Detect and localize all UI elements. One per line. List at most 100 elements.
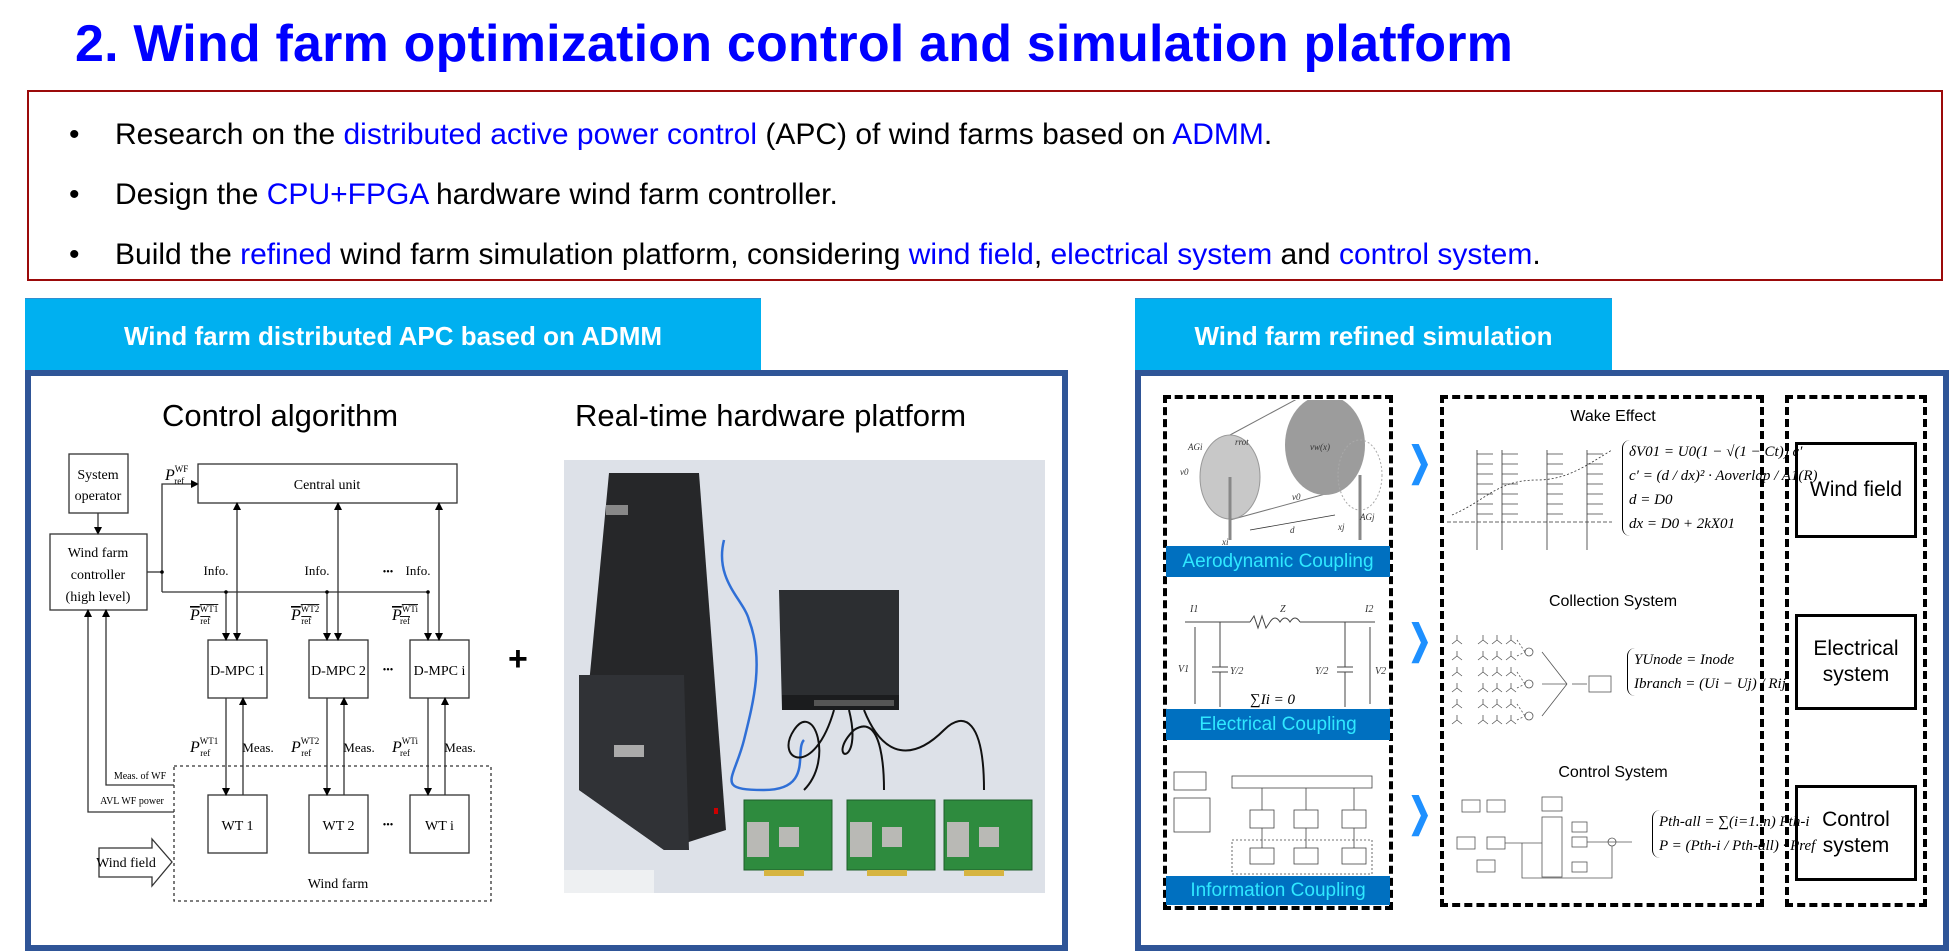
bullet-text: Build the refined wind farm simulation p…: [115, 238, 1541, 272]
dmpc-label: D-MPC 2: [311, 664, 366, 679]
chevron-right-icon: ❯: [1408, 440, 1432, 484]
svg-text:AGj: AGj: [1359, 512, 1375, 522]
bullet-text-segment: hardware wind farm controller.: [427, 178, 838, 211]
control-system-box: Control system: [1795, 785, 1917, 881]
svg-text:Z: Z: [1280, 604, 1286, 615]
dmpc-label: D-MPC 1: [210, 664, 265, 679]
bullet-icon: •: [69, 118, 80, 151]
network-switch: [779, 590, 899, 710]
info-label: Info.: [406, 563, 431, 578]
kirchhoff-formula: ∑Ii = 0: [1250, 692, 1295, 708]
aerodynamic-coupling-label: Aerodynamic Coupling: [1166, 546, 1390, 577]
system-operator-label: System: [77, 468, 118, 483]
wind-field-arrow: [98, 837, 173, 888]
svg-text:V2: V2: [1375, 666, 1386, 677]
highlighted-term: refined: [240, 238, 332, 271]
section-tab-distributed-apc: Wind farm distributed APC based on ADMM: [25, 298, 761, 373]
wake-effect-figure: [1447, 449, 1612, 550]
chevron-right-icon: ❯: [1408, 618, 1432, 662]
svg-text:V1: V1: [1178, 664, 1189, 675]
svg-text:v0: v0: [1292, 492, 1301, 502]
highlighted-term: wind field: [908, 238, 1034, 271]
information-coupling-figure: [1173, 771, 1373, 875]
wind-turbine-box: [308, 794, 369, 854]
control-system-title: Control System: [1558, 764, 1668, 781]
svg-text:I1: I1: [1189, 604, 1198, 615]
avl-wf-power-label: AVL WF power: [100, 796, 164, 807]
bullet-text: Design the CPU+FPGA hardware wind farm c…: [115, 178, 838, 212]
aerodynamic-coupling-figure: AGi AGj v0 v0 vw(x) rrot d xi xj: [1180, 400, 1383, 545]
industrial-pc: [579, 473, 726, 850]
meas-of-wf-label: Meas. of WF: [114, 771, 167, 782]
svg-text:d: d: [1290, 525, 1295, 535]
electrical-system-box: Electrical system: [1795, 614, 1917, 710]
bullet-text-segment: .: [1263, 118, 1273, 151]
svg-text:v0: v0: [1180, 467, 1189, 477]
wind-field-label: Wind field: [96, 856, 156, 871]
systems-column: [1785, 395, 1927, 907]
collection-system-title: Collection System: [1548, 593, 1678, 610]
ellipsis: •••: [383, 820, 394, 831]
plus-sign: +: [508, 640, 528, 678]
central-unit-label: Central unit: [294, 478, 361, 493]
wind-turbine-box: [207, 794, 268, 854]
bullet-text-segment: wind farm simulation platform, consideri…: [331, 238, 909, 271]
system-operator-box: [68, 453, 129, 514]
wind-turbine-label: WT 2: [322, 819, 354, 834]
control-system-figure: [1456, 796, 1632, 879]
info-label: Info.: [204, 563, 229, 578]
hardware-platform-title: Real-time hardware platform: [575, 398, 967, 433]
bullet-text-segment: .: [1532, 238, 1541, 271]
svg-text:AGi: AGi: [1187, 442, 1203, 452]
models-column: [1440, 395, 1764, 907]
meas-label: Meas.: [343, 740, 374, 755]
svg-text:I2: I2: [1364, 604, 1373, 615]
bullet-text-segment: Research on the: [115, 118, 344, 151]
control-algorithm-title: Control algorithm: [162, 398, 399, 433]
electrical-coupling-figure: I1 Z I2 V1 V2 Y/2 Y/2: [1178, 604, 1386, 707]
svg-text:Y/2: Y/2: [1230, 666, 1243, 677]
summary-box: • Research on the distributed active powe…: [27, 90, 1943, 281]
bullet-text-segment: (APC) of wind farms based on: [757, 118, 1173, 151]
controller-label: (high level): [66, 590, 131, 605]
bullet-icon: •: [69, 178, 80, 211]
highlighted-term: distributed active power control: [343, 118, 758, 151]
meas-label: Meas.: [444, 740, 475, 755]
central-unit-box: [197, 463, 458, 504]
electrical-coupling-label: Electrical Coupling: [1166, 709, 1390, 740]
controller-label: controller: [71, 568, 126, 583]
svg-text:xj: xj: [1337, 522, 1345, 532]
highlighted-term: electrical system: [1050, 238, 1273, 271]
slide-title: 2. Wind farm optimization control and si…: [75, 15, 1514, 73]
meas-label: Meas.: [242, 740, 273, 755]
section-tab-refined-simulation: Wind farm refined simulation: [1135, 298, 1612, 373]
wind-turbine-label: WT 1: [221, 819, 253, 834]
wind-farm-region: [173, 765, 492, 902]
wind-farm-label: Wind farm: [308, 877, 369, 892]
bullet-icon: •: [69, 238, 80, 271]
highlighted-term: control system: [1338, 238, 1533, 271]
wake-effect-title: Wake Effect: [1570, 408, 1656, 425]
bullet-text-segment: ,: [1033, 238, 1051, 271]
svg-text:vw(x): vw(x): [1310, 442, 1330, 452]
chevron-right-icon: ❯: [1408, 791, 1432, 835]
wind-turbine-box: [409, 794, 470, 854]
svg-text:Y/2: Y/2: [1315, 666, 1328, 677]
ellipsis: •••: [383, 665, 394, 676]
collection-system-figure: [1451, 635, 1612, 725]
bullet-text-segment: and: [1272, 238, 1339, 271]
bullet-text-segment: Design the: [115, 178, 267, 211]
ellipsis: •••: [383, 567, 394, 578]
bullet-text-segment: Build the: [115, 238, 241, 271]
